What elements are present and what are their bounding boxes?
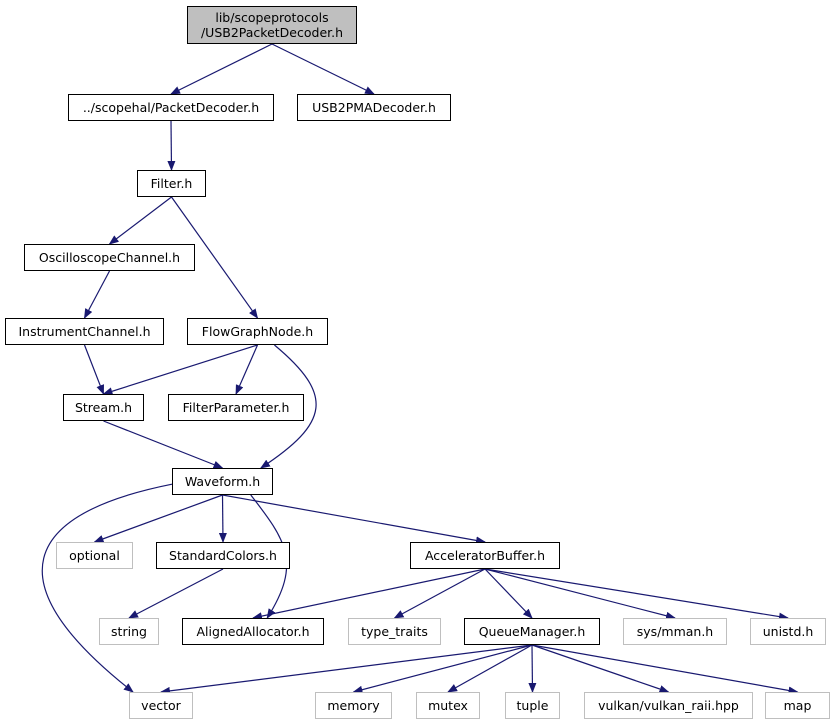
node-label: USB2PMADecoder.h (312, 100, 436, 115)
edge-queue-manager-to-map (531, 644, 799, 695)
edge-instr-channel-to-stream (83, 344, 105, 395)
node-label: memory (327, 698, 380, 713)
node-vector: vector (129, 692, 193, 719)
node-label: string (111, 624, 147, 639)
edge-root-to-usb2pma (271, 43, 375, 95)
node-label: Stream.h (74, 400, 133, 415)
edge-stream-to-waveform (103, 420, 224, 469)
node-label: type_traits (361, 624, 428, 639)
node-waveform[interactable]: Waveform.h (172, 468, 273, 495)
node-standard-colors[interactable]: StandardColors.h (156, 542, 290, 569)
edge-std-colors-to-string (128, 568, 224, 619)
node-label: ../scopehal/PacketDecoder.h (82, 100, 260, 115)
edge-packet-decoder-to-filter (167, 120, 176, 171)
edge-queue-manager-to-vector (160, 644, 533, 695)
node-aligned-allocator[interactable]: AlignedAllocator.h (182, 618, 324, 645)
node-string: string (99, 618, 159, 645)
node-queue-manager[interactable]: QueueManager.h (464, 618, 600, 645)
node-memory: memory (315, 692, 392, 719)
node-label: FilterParameter.h (182, 400, 290, 415)
node-tuple: tuple (505, 692, 560, 719)
edge-waveform-to-optional (93, 494, 223, 543)
node-mutex: mutex (416, 692, 480, 719)
root-line-1: lib/scopeprotocols (215, 10, 329, 25)
edge-waveform-to-vector (41, 483, 173, 693)
edge-flowgraph-to-filter-param (235, 344, 259, 395)
node-label: AlignedAllocator.h (196, 624, 310, 639)
edge-filter-to-osc-channel (108, 196, 172, 245)
node-label: optional (69, 548, 120, 563)
node-label: AcceleratorBuffer.h (424, 548, 546, 563)
node-optional: optional (56, 542, 133, 569)
node-filter-parameter[interactable]: FilterParameter.h (168, 394, 304, 421)
node-oscilloscope-channel[interactable]: OscilloscopeChannel.h (24, 244, 195, 271)
edge-queue-manager-to-vulkan (531, 644, 670, 693)
edge-osc-channel-to-instr-channel (83, 270, 111, 319)
node-sys-mman: sys/mman.h (623, 618, 727, 645)
edge-filter-to-flowgraph (171, 196, 259, 319)
node-label: StandardColors.h (169, 548, 277, 563)
node-label: FlowGraphNode.h (201, 324, 314, 339)
edge-accel-buffer-to-unistd (484, 568, 789, 621)
node-label: tuple (516, 698, 549, 713)
node-label: InstrumentChannel.h (18, 324, 151, 339)
edge-root-to-packet-decoder (170, 43, 273, 95)
node-stream[interactable]: Stream.h (63, 394, 144, 421)
edge-accel-buffer-to-sys-mman (484, 568, 676, 620)
node-label: map (783, 698, 812, 713)
node-label: sys/mman.h (636, 624, 714, 639)
root-line-2: /USB2PacketDecoder.h (200, 25, 344, 40)
edge-waveform-to-accel-buffer (222, 494, 486, 545)
edge-waveform-to-std-colors (218, 494, 227, 543)
node-accelerator-buffer[interactable]: AcceleratorBuffer.h (410, 542, 560, 569)
node-packet-decoder[interactable]: ../scopehal/PacketDecoder.h (68, 94, 274, 121)
node-label: QueueManager.h (478, 624, 586, 639)
node-flowgraph-node[interactable]: FlowGraphNode.h (187, 318, 328, 345)
edge-queue-manager-to-memory (352, 644, 533, 694)
node-label: OscilloscopeChannel.h (38, 250, 181, 265)
node-label: vector (141, 698, 181, 713)
node-label: unistd.h (762, 624, 814, 639)
node-label: Filter.h (150, 176, 193, 191)
node-usb2pma-decoder[interactable]: USB2PMADecoder.h (297, 94, 451, 121)
edge-flowgraph-to-stream (102, 344, 258, 396)
node-root-usb2packetdecoder: lib/scopeprotocols /USB2PacketDecoder.h (187, 6, 357, 44)
node-label: Waveform.h (184, 474, 261, 489)
edge-queue-manager-to-tuple (528, 644, 537, 693)
node-instrument-channel[interactable]: InstrumentChannel.h (5, 318, 164, 345)
edge-queue-manager-to-mutex (447, 644, 533, 693)
edge-flowgraph-to-waveform (260, 344, 317, 469)
node-label: mutex (428, 698, 468, 713)
edge-accel-buffer-to-type-traits (393, 568, 486, 619)
node-map: map (765, 692, 830, 719)
edge-accel-buffer-to-queue-manager (484, 568, 533, 619)
node-unistd: unistd.h (750, 618, 826, 645)
node-vulkan-raii: vulkan/vulkan_raii.hpp (584, 692, 753, 719)
node-label: vulkan/vulkan_raii.hpp (598, 698, 739, 713)
edge-accel-buffer-to-aligned-alloc (252, 568, 486, 621)
node-type-traits: type_traits (348, 618, 441, 645)
node-filter[interactable]: Filter.h (137, 170, 206, 197)
